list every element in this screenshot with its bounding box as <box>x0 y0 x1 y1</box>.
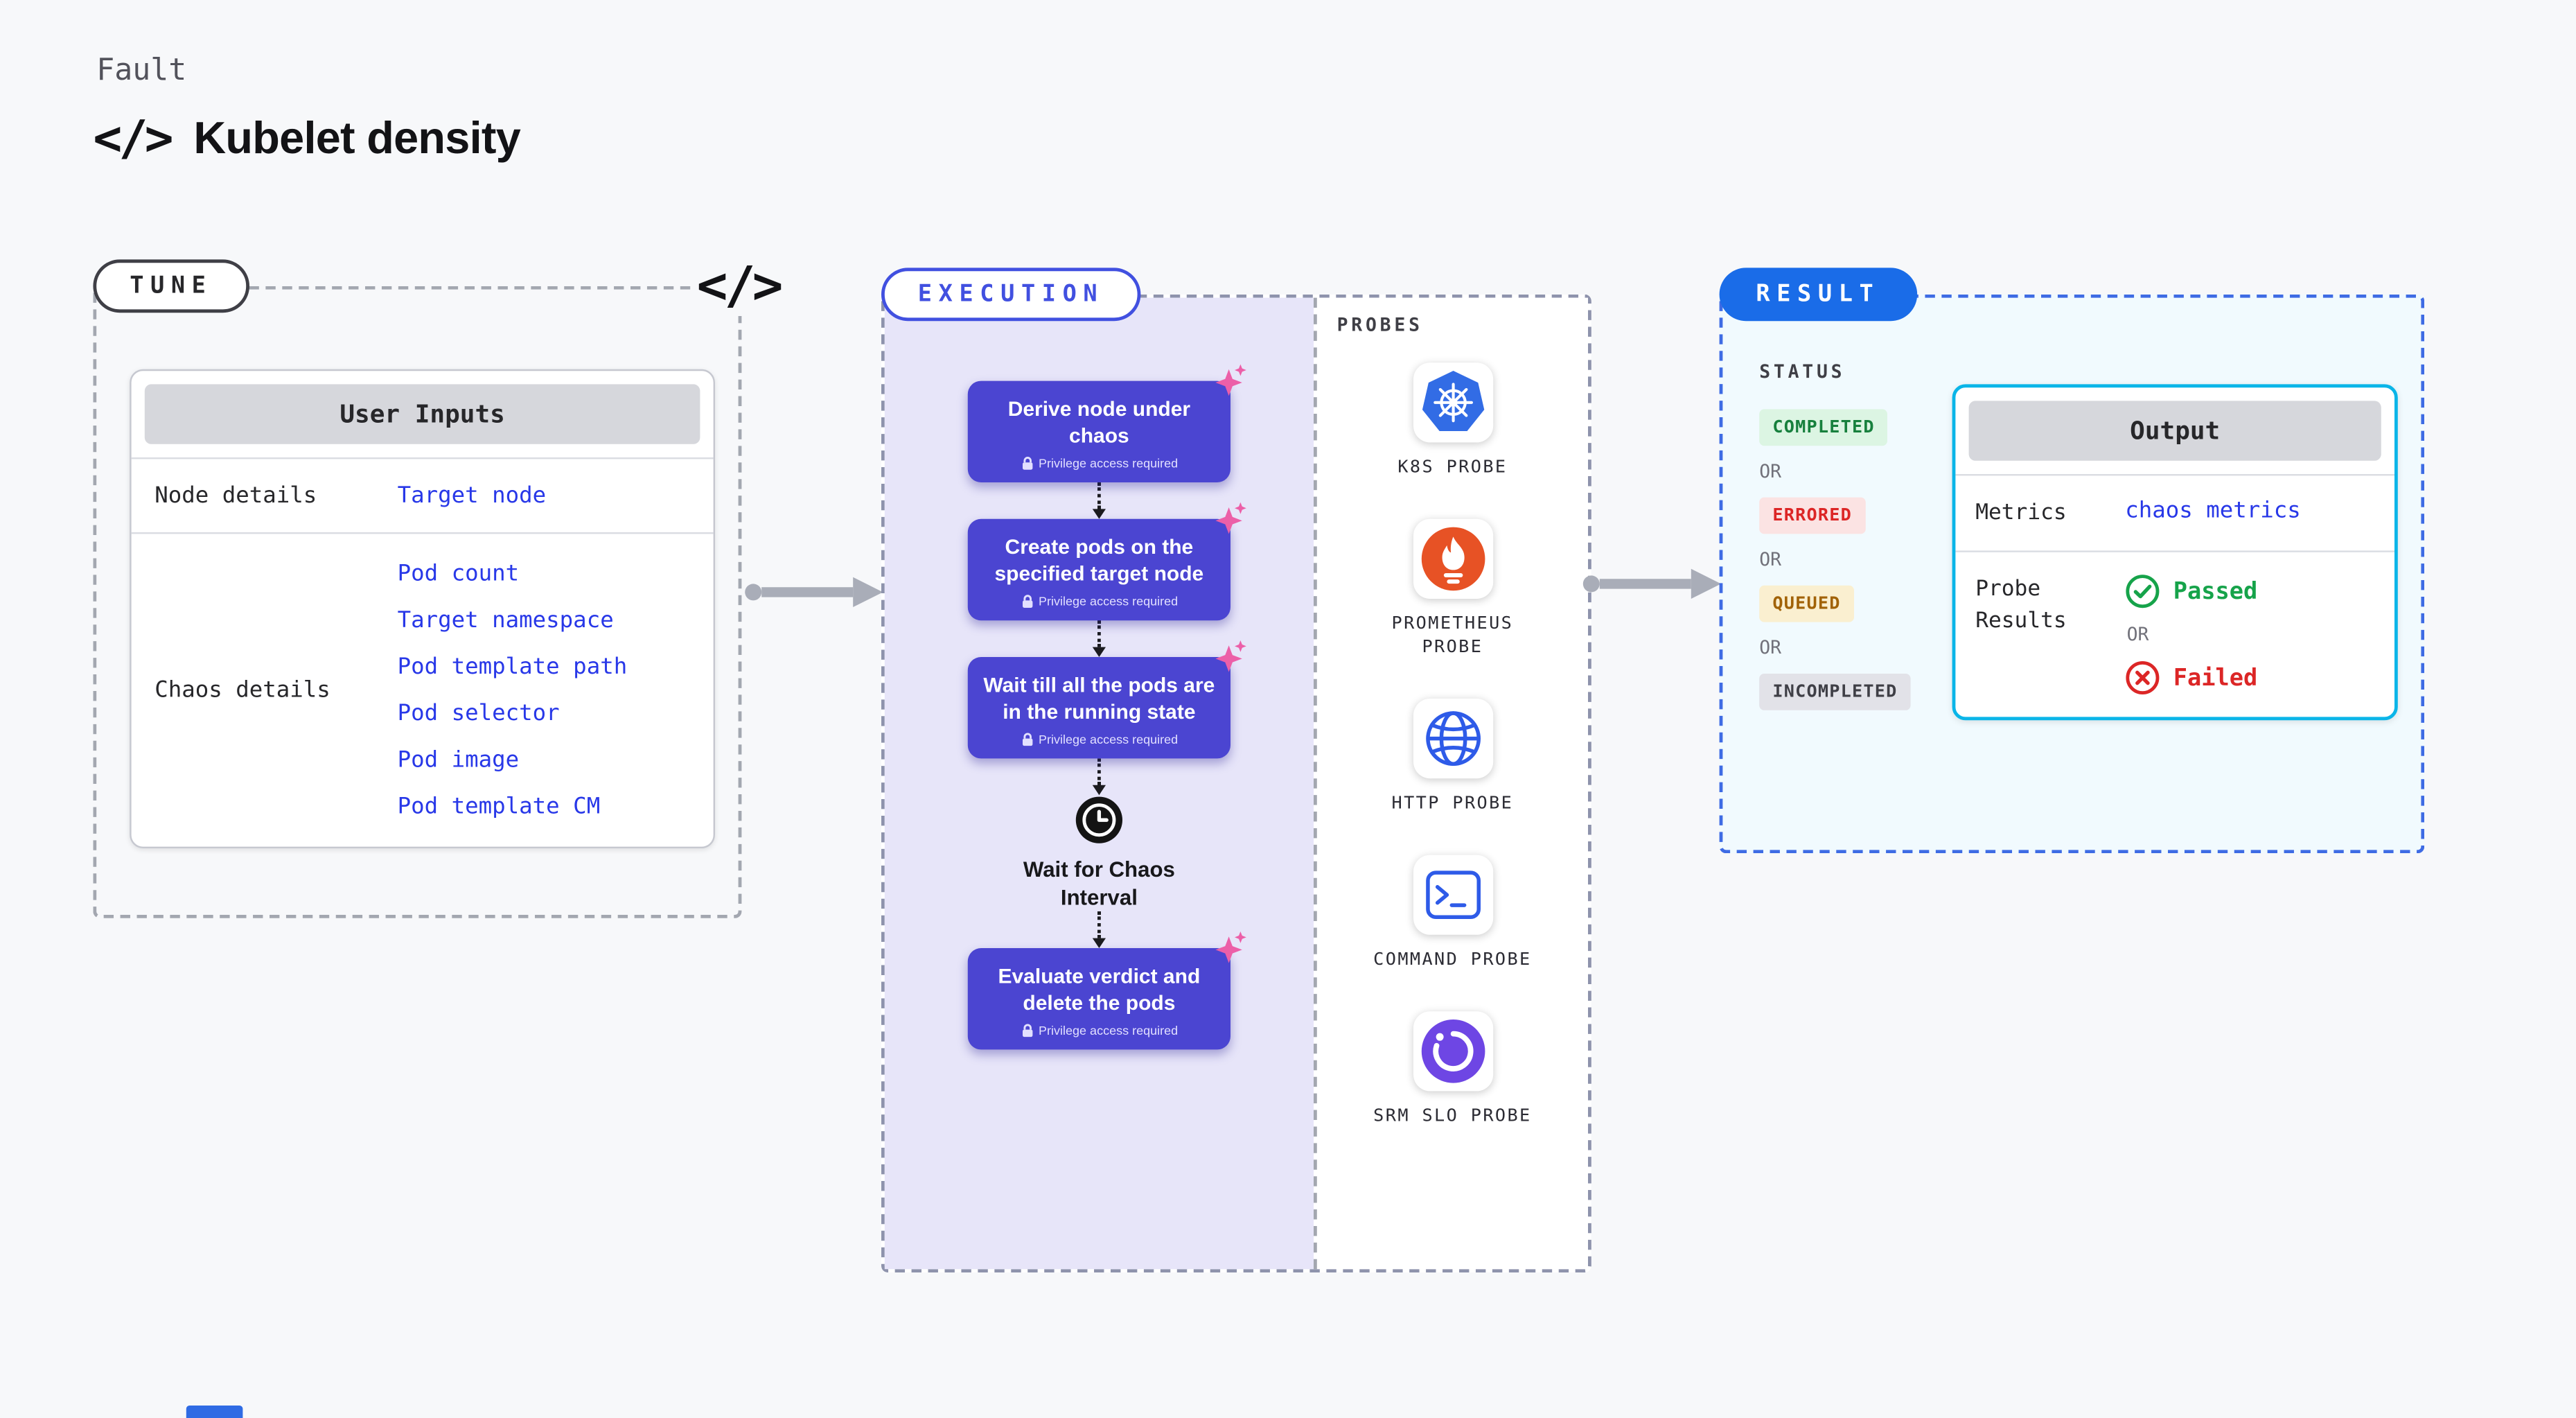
probe-label: COMMAND PROBE <box>1373 949 1532 970</box>
link-pod-template-path[interactable]: Pod template path <box>397 654 628 681</box>
flow-connector <box>1092 620 1106 658</box>
probe-label: K8S PROBE <box>1397 457 1508 478</box>
tune-pill: TUNE <box>93 259 249 313</box>
metrics-label: Metrics <box>1975 500 2067 526</box>
probes-label: PROBES <box>1336 314 1423 336</box>
execution-pill: EXECUTION <box>881 268 1141 322</box>
result-section: RESULT STATUS COMPLETED OR ERRORED OR QU… <box>1719 268 2425 854</box>
or-separator: OR <box>1759 460 1781 482</box>
failed-label: Failed <box>2173 664 2258 692</box>
probe-results-label: Probe Results <box>1975 577 2067 634</box>
lock-icon <box>1022 733 1032 746</box>
probe-command: COMMAND PROBE <box>1366 855 1540 972</box>
lock-icon <box>1022 457 1032 470</box>
link-pod-template-cm[interactable]: Pod template CM <box>397 793 601 821</box>
step-wait-pods-running: Wait till all the pods are in the runnin… <box>967 640 1246 759</box>
check-circle-icon <box>2126 575 2160 609</box>
execution-section: EXECUTION Derive node under chaos Privil… <box>881 268 1591 1273</box>
sparkle-icon <box>1215 931 1246 963</box>
status-badge-errored: ERRORED <box>1759 497 1866 534</box>
privilege-badge: Privilege access required <box>1039 1023 1179 1038</box>
lock-icon <box>1022 595 1032 608</box>
step-evaluate-verdict: Evaluate verdict and delete the pods Pri… <box>967 931 1246 1050</box>
user-inputs-header: User Inputs <box>144 384 700 444</box>
status-badge-queued: QUEUED <box>1759 585 1854 622</box>
arrow-tune-to-execution <box>745 577 883 608</box>
lock-icon <box>1022 1024 1032 1038</box>
status-column: STATUS COMPLETED OR ERRORED OR QUEUED OR… <box>1759 361 1911 710</box>
probe-label: PROMETHEUS PROBE <box>1391 613 1514 658</box>
or-separator: OR <box>2126 624 2149 646</box>
node-details-label: Node details <box>155 482 317 509</box>
sparkle-icon <box>1215 502 1246 534</box>
tune-section: TUNE </> User Inputs Node details Target… <box>93 256 785 918</box>
step-label: Create pods on the specified target node <box>994 535 1204 586</box>
or-separator: OR <box>1759 637 1781 659</box>
probe-prometheus: PROMETHEUS PROBE <box>1366 518 1540 659</box>
link-target-node[interactable]: Target node <box>397 482 547 509</box>
srm-slo-probe-icon <box>1420 1019 1485 1083</box>
or-separator: OR <box>1759 549 1781 571</box>
page-title: Kubelet density <box>193 112 521 163</box>
probe-results-row: Probe Results Passed OR <box>1955 550 2395 717</box>
result-pill: RESULT <box>1719 268 1917 322</box>
step-create-pods: Create pods on the specified target node… <box>967 502 1246 621</box>
probe-srm-slo: SRM SLO PROBE <box>1366 1011 1540 1128</box>
passed-label: Passed <box>2173 578 2258 605</box>
link-pod-count[interactable]: Pod count <box>397 560 520 588</box>
probe-k8s: K8S PROBE <box>1366 362 1540 479</box>
status-badge-incompleted: INCOMPLETED <box>1759 674 1911 710</box>
step-label: Wait till all the pods are in the runnin… <box>983 674 1215 724</box>
step-label: Evaluate verdict and delete the pods <box>998 965 1201 1015</box>
flow-connector <box>1092 911 1106 948</box>
k8s-probe-icon <box>1421 370 1484 432</box>
flow-connector <box>1092 482 1106 519</box>
cut-off-element <box>186 1406 243 1418</box>
status-badge-completed: COMPLETED <box>1759 409 1888 446</box>
output-header: Output <box>1968 401 2381 461</box>
clock-icon <box>1075 796 1123 843</box>
output-card: Output Metrics chaos metrics Probe Resul… <box>1952 384 2398 721</box>
link-pod-selector[interactable]: Pod selector <box>397 700 560 727</box>
privilege-badge: Privilege access required <box>1039 732 1179 747</box>
sparkle-icon <box>1215 364 1246 396</box>
privilege-badge: Privilege access required <box>1039 593 1179 609</box>
command-probe-icon <box>1424 870 1480 920</box>
privilege-badge: Privilege access required <box>1039 455 1179 471</box>
prometheus-probe-icon <box>1420 527 1485 591</box>
probes-panel: PROBES <box>1314 297 1588 1270</box>
status-label: STATUS <box>1759 360 1846 383</box>
probe-http: HTTP PROBE <box>1366 699 1540 815</box>
link-chaos-metrics[interactable]: chaos metrics <box>2125 497 2301 524</box>
link-pod-image[interactable]: Pod image <box>397 746 520 773</box>
probe-label: HTTP PROBE <box>1391 793 1514 814</box>
fault-kicker: Fault <box>96 53 187 89</box>
step-derive-node: Derive node under chaos Privilege access… <box>967 364 1246 482</box>
probe-label: SRM SLO PROBE <box>1373 1106 1532 1126</box>
step-label: Derive node under chaos <box>1007 397 1191 448</box>
table-row: Node details Target node <box>131 457 714 532</box>
http-probe-icon <box>1424 711 1480 767</box>
chaos-details-label: Chaos details <box>155 676 330 704</box>
page-header: </> Kubelet density <box>93 110 520 166</box>
x-circle-icon <box>2126 661 2160 695</box>
user-inputs-card: User Inputs Node details Target node Cha… <box>130 369 715 848</box>
wait-for-chaos-interval-label: Wait for Chaos Interval <box>1023 857 1175 910</box>
metrics-row: Metrics chaos metrics <box>1955 474 2395 550</box>
sparkle-icon <box>1215 640 1246 672</box>
execution-flow: Derive node under chaos Privilege access… <box>884 297 1314 1270</box>
flow-connector <box>1092 758 1106 796</box>
table-row: Chaos details Pod count Target namespace… <box>131 532 714 847</box>
arrow-execution-to-result <box>1582 568 1721 599</box>
code-icon: </> <box>93 110 173 167</box>
link-target-namespace[interactable]: Target namespace <box>397 607 614 634</box>
tune-code-icon: </> <box>691 256 785 317</box>
